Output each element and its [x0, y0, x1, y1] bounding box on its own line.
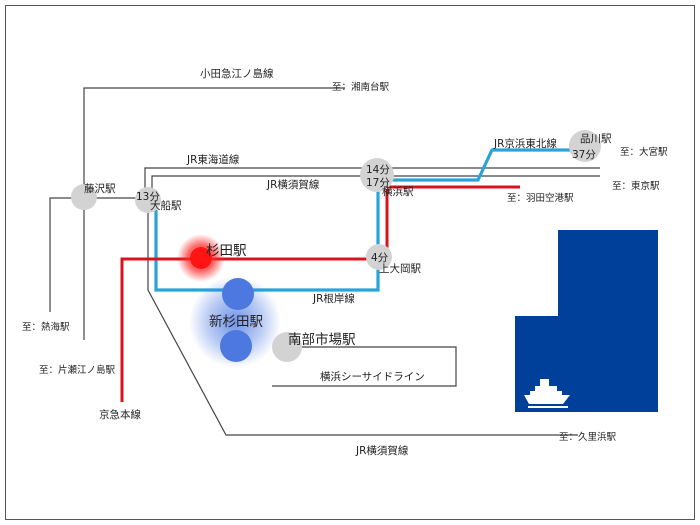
dest-atami: 至：熱海駅: [22, 321, 70, 333]
dest-katase-enoshima: 至：片瀬江ノ島駅: [39, 364, 116, 376]
fujisawa-marker[interactable]: [71, 184, 97, 210]
kamiooka-time: 4分: [371, 252, 389, 264]
shin-sugita-marker-bottom[interactable]: [220, 330, 252, 362]
fujisawa-label: 藤沢駅: [84, 182, 116, 195]
yokohama-label: 横浜駅: [382, 185, 414, 198]
shin-sugita-label: 新杉田駅: [209, 314, 263, 330]
negishi-line-label: JR根岸線: [312, 292, 355, 305]
ship-icon: [524, 379, 570, 408]
shinagawa-marker[interactable]: [569, 130, 601, 162]
seaside-line-label: 横浜シーサイドライン: [320, 370, 425, 383]
shin-sugita-highlight: [189, 276, 281, 368]
dest-tokyo: 至：東京駅: [612, 180, 660, 192]
shin-sugita-marker-top[interactable]: [222, 278, 254, 310]
tokaido-line-label: JR東海道線: [186, 153, 240, 166]
yokosuka-upper-label: JR横須賀線: [266, 178, 320, 191]
yokohama-time-a: 14分: [366, 164, 390, 176]
sea-area: [515, 230, 658, 412]
dest-shonandai: 至：湘南台駅: [332, 81, 390, 93]
keikyu-line-label: 京急本線: [99, 408, 141, 421]
seaside-line: [272, 346, 457, 387]
ofuna-marker[interactable]: [135, 187, 161, 213]
yokohama-marker[interactable]: [360, 158, 394, 192]
ofuna-time: 13分: [136, 191, 160, 203]
shinagawa-time: 37分: [572, 149, 596, 161]
dest-haneda: 至：羽田空港駅: [507, 192, 574, 204]
kamiooka-marker[interactable]: [366, 244, 392, 270]
shinagawa-label: 品川駅: [580, 133, 612, 145]
dest-kurihama: 至：久里浜駅: [559, 431, 617, 443]
tokaido-line: [144, 167, 600, 198]
yokosuka-lower-line: [147, 210, 578, 436]
tokaido-west-line: [49, 197, 72, 312]
kamiooka-label: 上大岡駅: [379, 262, 421, 275]
nambu-ichiba-label: 南部市場駅: [288, 331, 356, 348]
yokohama-time-b: 17分: [366, 177, 390, 189]
nambu-ichiba-marker[interactable]: [272, 332, 302, 362]
dest-omiya: 至：大宮駅: [620, 146, 668, 158]
sugita-marker[interactable]: [190, 247, 212, 269]
odakyu-line: [83, 87, 345, 340]
odakyu-line-label: 小田急江ノ島線: [200, 67, 274, 80]
yokosuka-lower-label: JR横須賀線: [355, 444, 409, 457]
ofuna-label: 大船駅: [150, 199, 182, 212]
sugita-label: 杉田駅: [206, 243, 247, 259]
keihin-tohoku-label: JR京浜東北線: [493, 137, 557, 150]
